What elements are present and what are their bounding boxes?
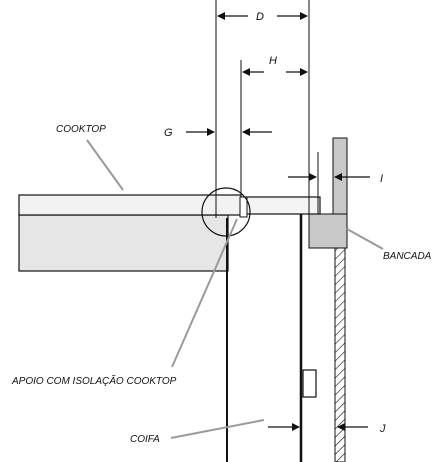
labels: D H G I J COOKTOP BANCADA APOIO COM ISOL… <box>11 11 432 445</box>
label-cooktop: COOKTOP <box>56 124 106 135</box>
dim-label-g: G <box>164 127 173 139</box>
label-bancada: BANCADA <box>383 251 432 262</box>
countertop-bancada <box>308 137 348 249</box>
range-hood-coifa <box>226 214 317 462</box>
label-apoio: APOIO COM ISOLAÇÃO COOKTOP <box>11 374 177 387</box>
leader-lines <box>86 139 384 439</box>
extension-lines <box>215 0 334 218</box>
detail-circle <box>201 187 251 237</box>
countertop-slab <box>308 213 348 249</box>
bancada-leader <box>346 228 384 250</box>
coifa-leader <box>170 419 265 439</box>
hood-panel <box>302 369 317 398</box>
dim-label-i: I <box>380 173 383 185</box>
label-coifa: COIFA <box>130 434 160 445</box>
support-bracket <box>239 196 248 218</box>
wall <box>334 244 346 462</box>
cooktop-body <box>18 214 229 272</box>
dim-label-h: H <box>269 55 277 67</box>
cooktop <box>18 194 242 272</box>
apoio-leader <box>171 218 238 368</box>
dim-label-d: D <box>256 11 264 23</box>
insulated-support <box>239 196 321 218</box>
dim-label-j: J <box>379 423 386 435</box>
cooktop-leader <box>86 139 124 191</box>
dimension-arrows <box>186 12 370 431</box>
cooktop-top-plate <box>18 194 242 216</box>
